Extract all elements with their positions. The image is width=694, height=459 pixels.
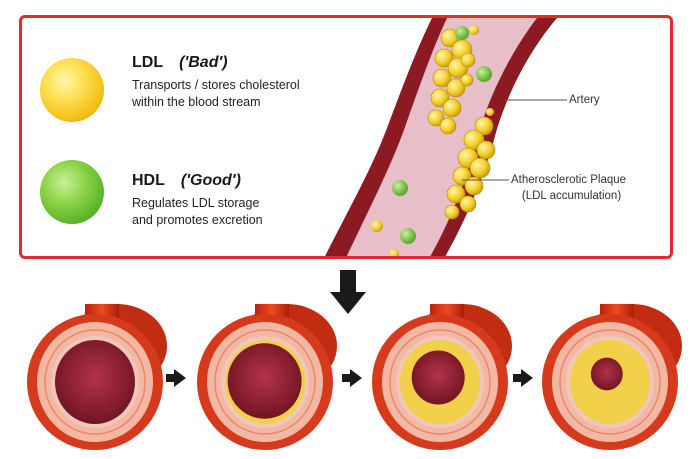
vessel-stage-4 [542,304,682,450]
ldl-subtitle: ('Bad') [179,54,228,71]
ldl-desc-line1: Transports / stores cholesterol [132,78,300,92]
plaque-label: Atherosclerotic Plaque (LDL accumulation… [511,172,626,204]
ldl-label: LDL [132,54,164,71]
ldl-particles [371,25,494,256]
plaque-upper [427,28,476,135]
ldl-title: LDL ('Bad') [132,54,228,72]
plaque-label-line2: (LDL accumulation) [521,190,622,202]
vessel-lumen [411,350,465,405]
hdl-title: HDL ('Good') [132,172,241,190]
arrow-right-icon-2 [342,369,362,387]
vessel-stage-3 [372,304,512,450]
artery-illustration [325,18,567,256]
plaque-label-line1: Atherosclerotic Plaque [511,174,627,186]
vessel-lumen [590,357,623,391]
arrow-right-icon-1 [166,369,186,387]
hdl-subtitle: ('Good') [180,172,241,189]
plaque-lower [444,116,496,220]
vessel-stage-1 [27,304,167,450]
artery-label: Artery [569,94,600,106]
hdl-particle-icon [40,160,104,224]
hdl-desc-line1: Regulates LDL storage [132,196,260,210]
arrow-right-icon-3 [513,369,533,387]
hdl-desc-line2: and promotes excretion [132,213,263,227]
ldl-desc-line2: within the blood stream [132,95,261,109]
hdl-label: HDL [132,172,165,189]
ldl-description: Transports / stores cholesterol within t… [132,77,342,111]
vessel-stage-2 [197,304,337,450]
hdl-particles [392,26,492,244]
down-arrow-icon [330,270,366,314]
diagram-panel: LDL ('Bad') Transports / stores cholester… [19,15,673,259]
progression-row [27,304,682,450]
vessel-lumen [227,343,302,419]
ldl-particle-icon [40,58,104,122]
hdl-description: Regulates LDL storage and promotes excre… [132,195,342,229]
vessel-lumen [55,340,135,424]
